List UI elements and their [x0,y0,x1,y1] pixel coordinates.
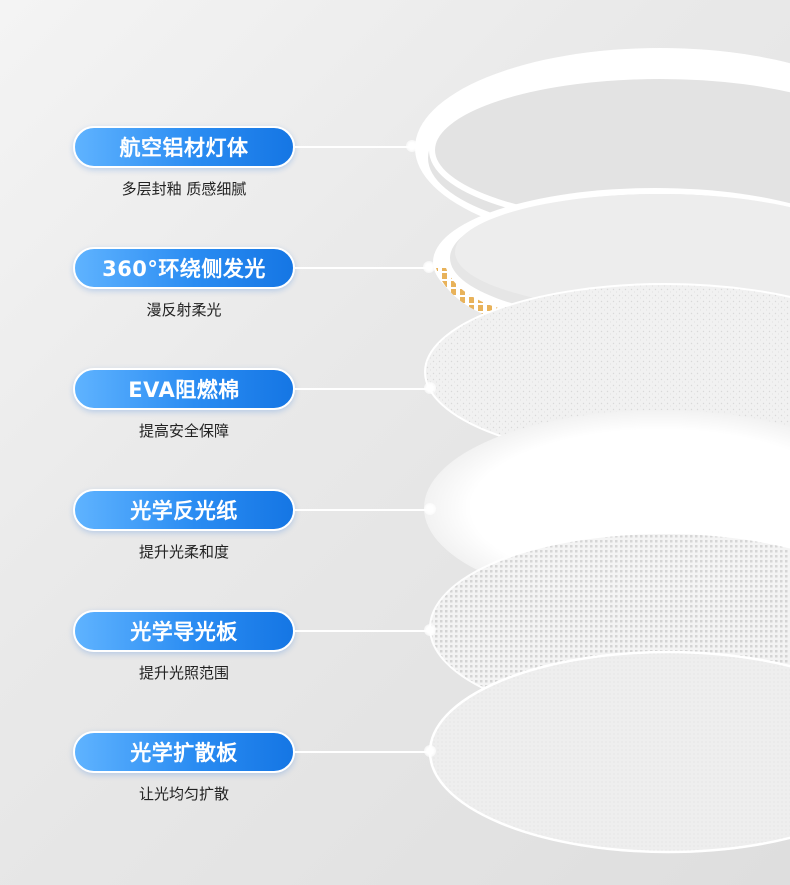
layer-title-pill: EVA阻燃棉 [73,368,295,410]
layer-subtitle: 提升光照范围 [138,664,229,682]
layer-subtitle: 漫反射柔光 [146,301,222,319]
layer-subtitle: 提升光柔和度 [138,543,229,561]
layer-row-eva: EVA阻燃棉 提高安全保障 [0,368,440,448]
connector-dot [424,503,436,515]
connector-dot [424,624,436,636]
layer-row-led: 360°环绕侧发光 漫反射柔光 [0,247,440,327]
connector-dot [423,261,435,273]
layer-title-pill: 光学扩散板 [73,731,295,773]
connector-line [295,751,430,753]
layer-title-pill: 航空铝材灯体 [73,126,295,168]
layer-title-pill: 360°环绕侧发光 [73,247,295,289]
layer-title-pill: 光学反光纸 [73,489,295,531]
connector-line [295,267,429,269]
layer-row-light-guide: 光学导光板 提升光照范围 [0,610,440,690]
layer-subtitle: 多层封釉 质感细腻 [121,180,247,198]
connector-line [295,630,430,632]
layer-row-diffuser: 光学扩散板 让光均匀扩散 [0,731,440,811]
layer-title-pill: 光学导光板 [73,610,295,652]
layer-row-reflective: 光学反光纸 提升光柔和度 [0,489,440,569]
connector-dot [424,745,436,757]
connector-dot [424,382,436,394]
connector-line [295,146,412,148]
connector-dot [406,140,418,152]
layer-subtitle: 让光均匀扩散 [138,785,229,803]
layer-subtitle: 提高安全保障 [138,422,229,440]
layer-row-aluminum: 航空铝材灯体 多层封釉 质感细腻 [0,126,440,206]
connector-line [295,388,430,390]
connector-line [295,509,430,511]
